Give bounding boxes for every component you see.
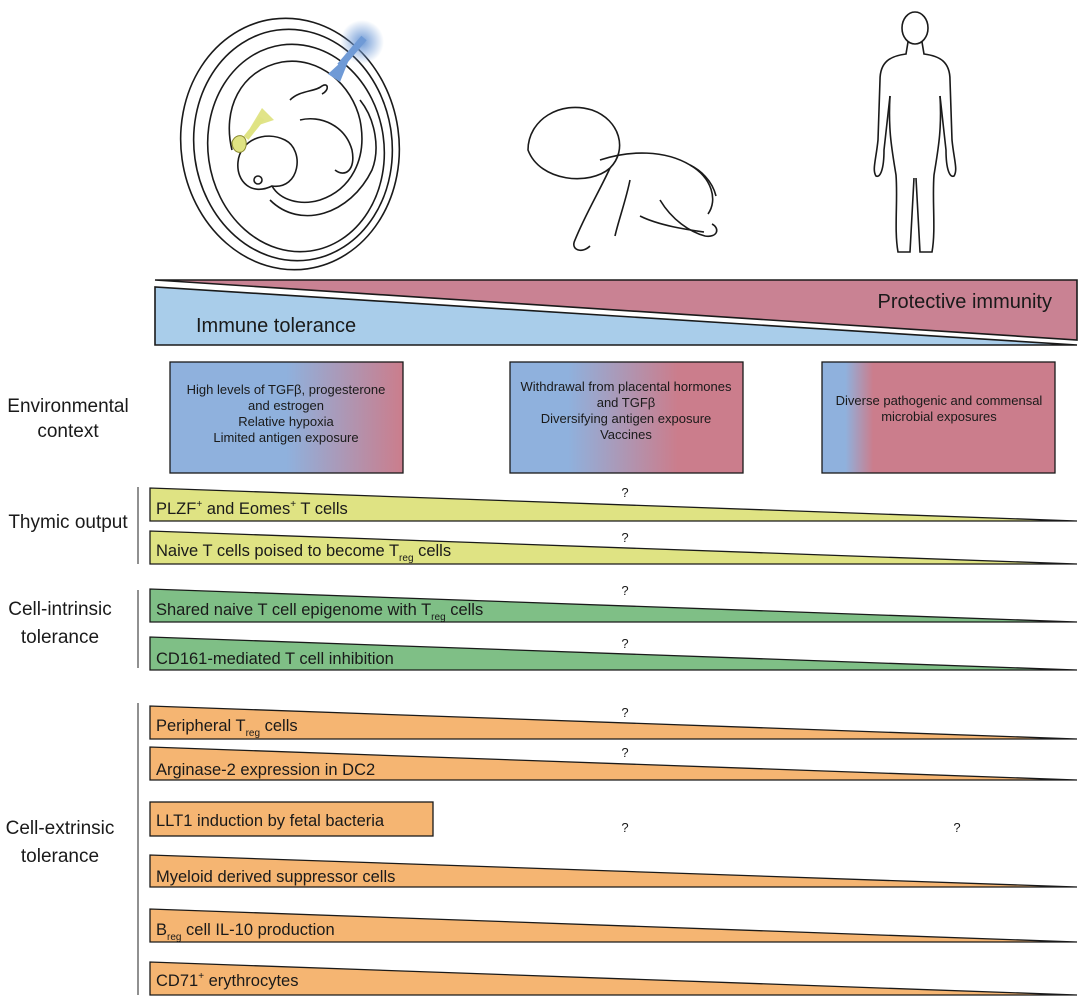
environment-box-adult	[821, 361, 1056, 474]
bar-naive-treg-poised-label: Naive T cells poised to become Treg cell…	[156, 542, 451, 564]
environment-line: Vaccines	[600, 427, 652, 442]
bar-plzf-eomes	[149, 487, 1078, 522]
section-label-intrinsic: Cell-intrinsic tolerance	[8, 599, 111, 648]
section-label-line: Environmental	[7, 396, 128, 417]
bar-naive-treg-poised	[149, 530, 1078, 565]
environment-line: Limited antigen exposure	[213, 430, 358, 445]
environment-box-infant	[509, 361, 744, 474]
bar-cd71-erythrocytes-label: CD71+ erythrocytes	[156, 971, 298, 990]
question-mark: ?	[621, 820, 628, 835]
adult-illustration	[873, 11, 957, 253]
bar-cd71-erythrocytes	[149, 961, 1078, 996]
environment-line: Relative hypoxia	[238, 414, 334, 429]
section-label-extrinsic: Cell-extrinsic tolerance	[6, 818, 115, 867]
bar-cd161-inhibition	[149, 636, 1078, 671]
bar-shared-epigenome	[149, 588, 1078, 623]
environment-box-fetal-text: High levels of TGFβ, progesterone and es…	[187, 382, 386, 445]
bar-mdsc	[149, 854, 1078, 888]
environment-box-adult-text: Diverse pathogenic and commensal microbi…	[836, 393, 1043, 424]
question-mark: ?	[953, 820, 960, 835]
immune-tolerance-label: Immune tolerance	[196, 315, 356, 337]
bar-llt1-induction	[149, 801, 434, 837]
section-label-thymic: Thymic output	[8, 512, 128, 533]
question-mark: ?	[621, 530, 628, 545]
bar-breg-il10-label: Breg cell IL-10 production	[156, 921, 335, 943]
bar-peripheral-treg-label: Peripheral Treg cells	[156, 717, 298, 739]
question-mark: ?	[621, 745, 628, 760]
question-mark: ?	[621, 583, 628, 598]
bar-llt1-induction-label: LLT1 induction by fetal bacteria	[156, 812, 385, 830]
protective-immunity-wedge	[154, 279, 1078, 341]
infant-illustration	[527, 106, 718, 252]
environment-line: Diverse pathogenic and commensal	[836, 393, 1043, 408]
environment-line: and TGFβ	[597, 395, 656, 410]
environment-line: Withdrawal from placental hormones	[521, 379, 732, 394]
fetus-in-utero-illustration	[179, 17, 401, 271]
section-label-environmental: Environmental context	[7, 396, 128, 442]
bar-breg-il10	[149, 908, 1078, 943]
environment-line: High levels of TGFβ, progesterone	[187, 382, 386, 397]
question-mark: ?	[621, 636, 628, 651]
section-label-line: context	[37, 421, 99, 442]
bar-mdsc-label: Myeloid derived suppressor cells	[156, 868, 395, 886]
bar-arginase2-label: Arginase-2 expression in DC2	[156, 761, 375, 779]
section-label-line: tolerance	[21, 846, 99, 867]
section-label-line: Cell-intrinsic	[8, 599, 111, 620]
question-mark: ?	[621, 705, 628, 720]
bar-plzf-eomes-label: PLZF+ and Eomes+ T cells	[156, 499, 348, 518]
bar-arginase2	[149, 746, 1078, 781]
bar-peripheral-treg	[149, 705, 1078, 740]
bar-cd161-inhibition-label: CD161-mediated T cell inhibition	[156, 650, 394, 668]
section-label-line: tolerance	[21, 627, 99, 648]
immune-tolerance-wedge	[154, 286, 1078, 346]
environment-box-infant-text: Withdrawal from placental hormones and T…	[521, 379, 732, 442]
bar-shared-epigenome-label: Shared naive T cell epigenome with Treg …	[156, 601, 483, 623]
section-label-line: Cell-extrinsic	[6, 818, 115, 839]
question-mark: ?	[621, 485, 628, 500]
environment-box-fetal	[169, 361, 404, 474]
protective-immunity-label: Protective immunity	[878, 291, 1053, 313]
environment-line: Diversifying antigen exposure	[541, 411, 712, 426]
environment-line: and estrogen	[248, 398, 324, 413]
environment-line: microbial exposures	[881, 409, 997, 424]
